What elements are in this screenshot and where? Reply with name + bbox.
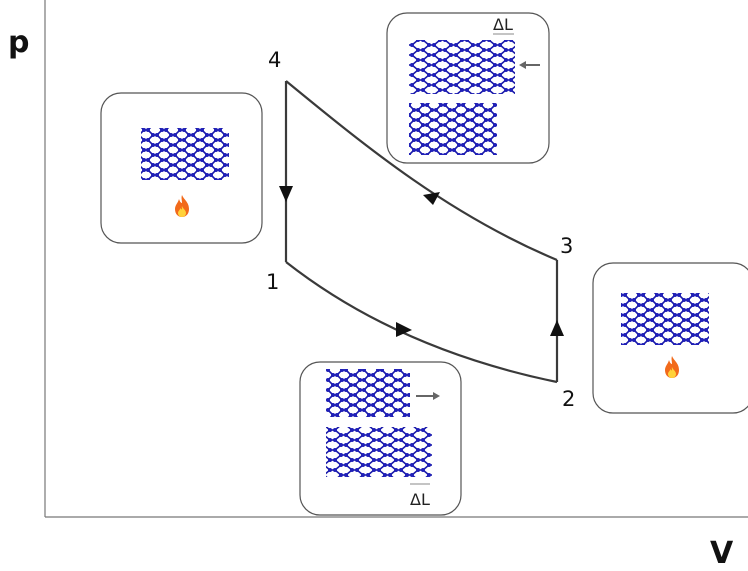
delta-l-label: ΔL	[410, 490, 430, 509]
state-label-2: 2	[562, 387, 575, 411]
y-axis-label: p	[8, 25, 29, 60]
state-label-1: 1	[266, 270, 279, 294]
state-label-4: 4	[268, 48, 281, 72]
nanotube-lattice	[621, 293, 709, 345]
panel-compressed-top: ΔL	[386, 12, 550, 164]
nanotube-lattice	[141, 128, 229, 180]
state-label-3: 3	[560, 234, 573, 258]
panel-heating-left	[100, 92, 263, 244]
arrow-right-icon	[396, 322, 412, 337]
nanotube-lattice-lower	[326, 427, 432, 477]
panel-heating-right	[592, 262, 748, 414]
x-axis-label: V	[710, 536, 734, 571]
arrow-right-icon-head	[433, 392, 440, 400]
path-3-to-4	[285, 80, 558, 262]
nanotube-lattice-upper	[326, 369, 410, 417]
panel-stretched-bottom: ΔL	[299, 361, 462, 516]
arrow-up-icon	[550, 320, 564, 336]
path-1-to-2	[285, 261, 558, 384]
arrow-down-icon	[279, 186, 293, 202]
nanotube-lattice-upper	[409, 40, 515, 94]
delta-l-label: ΔL	[493, 15, 513, 34]
nanotube-lattice-lower	[409, 103, 497, 155]
arrow-left-icon-head	[519, 61, 526, 69]
arrow-up-left-icon	[423, 192, 440, 205]
